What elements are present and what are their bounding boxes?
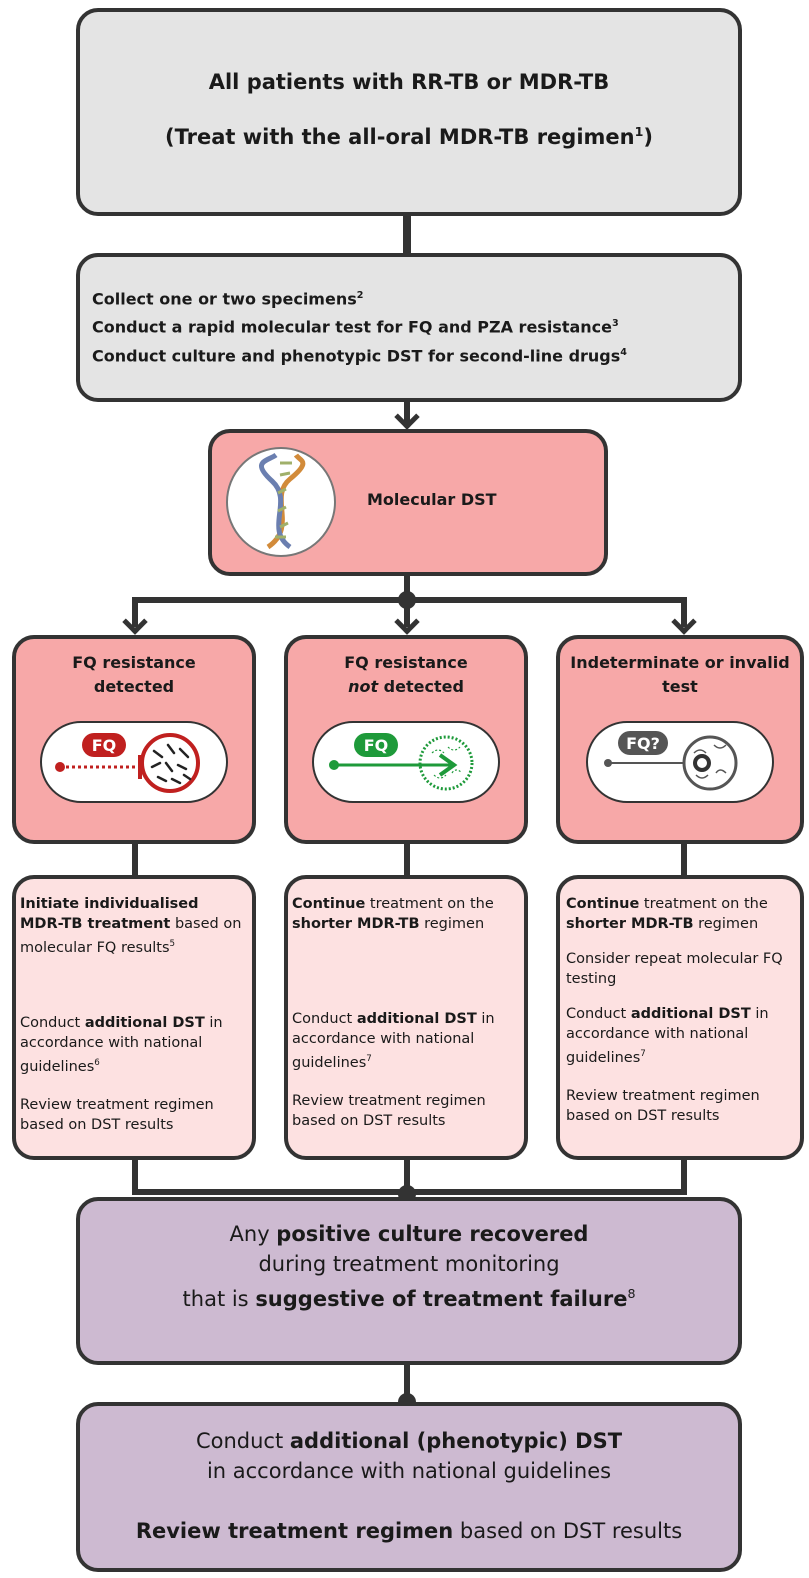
all-patients-subtitle: (Treat with the all-oral MDR-TB regimen1…	[165, 124, 653, 149]
branch-1-action-review: Review treatment regimen based on DST re…	[20, 1096, 214, 1133]
final-line-2: in accordance with national guidelines	[206, 1459, 612, 1483]
connector-final	[404, 1364, 410, 1406]
culture-line-3: that is suggestive of treatment failure8	[182, 1286, 636, 1311]
merge-mid-line	[404, 1158, 410, 1195]
branch-1-title: FQ resistance detected	[72, 653, 196, 696]
branch-left-line	[132, 597, 138, 627]
final-line-1: Conduct additional (phenotypic) DST	[195, 1429, 623, 1453]
branch-1-actions: Initiate individualised MDR-TB treatment…	[12, 875, 256, 1160]
branch-right-line	[681, 597, 687, 627]
all-patients-title: All patients with RR-TB or MDR-TB	[208, 70, 610, 94]
collect-line-3: Conduct culture and phenotypic DST for s…	[92, 345, 627, 365]
stub-left	[132, 842, 138, 878]
branch-3-title: Indeterminate or invalid test	[570, 653, 790, 696]
branch-2-action-continue: Continue treatment on the shorter MDR-TB…	[292, 896, 494, 932]
arrow-mid	[394, 609, 420, 635]
fq-resistant-icon: FQ	[40, 721, 228, 803]
indeterminate-test-box: Indeterminate or invalid test FQ?	[556, 635, 804, 844]
fq-susceptible-icon: FQ	[312, 721, 500, 803]
svg-text:FQ: FQ	[364, 736, 389, 755]
branch-1-action-initiate: Initiate individualised MDR-TB treatment…	[20, 896, 242, 956]
branch-2-actions: Continue treatment on the shorter MDR-TB…	[284, 875, 528, 1160]
molecular-dst-box: Molecular DST	[208, 429, 608, 576]
branch-3-action-dst: Conduct additional DST in accordance wit…	[566, 1006, 769, 1066]
stub-mid	[404, 842, 410, 878]
branch-3-action-continue: Continue treatment on the shorter MDR-TB…	[566, 896, 768, 932]
collect-line-2: Conduct a rapid molecular test for FQ an…	[92, 317, 619, 337]
branch-1-action-dst: Conduct additional DST in accordance wit…	[20, 1014, 223, 1075]
collect-line-1: Collect one or two specimens2	[92, 289, 364, 309]
merge-left-line	[132, 1158, 138, 1195]
arrow-to-molecular	[394, 404, 420, 430]
branch-3-action-repeat: Consider repeat molecular FQ testing	[566, 951, 783, 987]
arrow-right	[671, 609, 697, 635]
connector-molecular	[404, 574, 410, 602]
svg-text:FQ?: FQ?	[626, 734, 660, 753]
connector-collect	[404, 400, 410, 424]
all-patients-box: All patients with RR-TB or MDR-TB (Treat…	[76, 8, 742, 216]
culture-line-2: during treatment monitoring	[258, 1252, 560, 1276]
svg-text:FQ: FQ	[92, 736, 117, 755]
collect-specimens-box: Collect one or two specimens2 Conduct a …	[76, 253, 742, 402]
stub-right	[681, 842, 687, 878]
fq-resistance-detected-box: FQ resistance detected FQ	[12, 635, 256, 844]
branch-3-actions: Continue treatment on the shorter MDR-TB…	[556, 875, 804, 1160]
molecular-dst-label: Molecular DST	[367, 490, 497, 509]
additional-dst-box: Conduct additional (phenotypic) DST in a…	[76, 1402, 742, 1572]
branch-3-action-review: Review treatment regimen based on DST re…	[566, 1087, 760, 1124]
merge-right-line	[681, 1158, 687, 1195]
final-line-3: Review treatment regimen based on DST re…	[135, 1519, 683, 1543]
branch-mid-line	[404, 597, 410, 627]
branch-2-action-dst: Conduct additional DST in accordance wit…	[292, 1011, 495, 1071]
branch-2-action-review: Review treatment regimen based on DST re…	[292, 1092, 486, 1129]
fq-resistance-not-detected-box: FQ resistance not detected FQ	[284, 635, 528, 844]
culture-line-1: Any positive culture recovered	[229, 1222, 589, 1246]
positive-culture-box: Any positive culture recovered during tr…	[76, 1197, 742, 1365]
dna-icon	[226, 447, 336, 557]
branch-2-title: FQ resistance not detected	[344, 653, 468, 696]
connector-top	[403, 214, 411, 254]
fq-indeterminate-icon: FQ?	[586, 721, 774, 803]
arrow-left	[122, 609, 148, 635]
